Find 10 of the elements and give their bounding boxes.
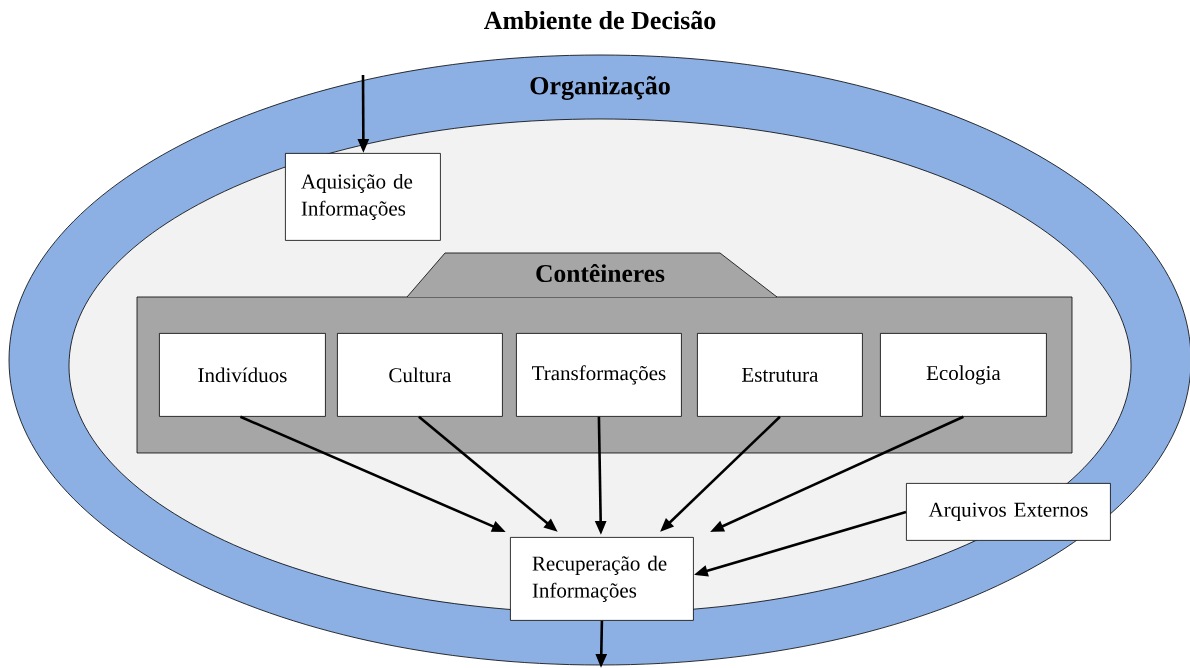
title: Ambiente de Decisão <box>484 10 716 30</box>
process-box: Cultura <box>337 333 503 417</box>
process-box: Indivíduos <box>159 333 326 417</box>
process-box: Estrutura <box>697 333 863 417</box>
process-box: Ecologia <box>880 333 1047 417</box>
process-box: Transformações <box>516 333 682 417</box>
process-box: Recuperação de Informações <box>510 537 694 621</box>
process-box: Aquisição de Informações <box>285 153 441 241</box>
process-box: Arquivos Externos <box>906 483 1111 541</box>
node-label: Contêineres <box>536 263 665 283</box>
